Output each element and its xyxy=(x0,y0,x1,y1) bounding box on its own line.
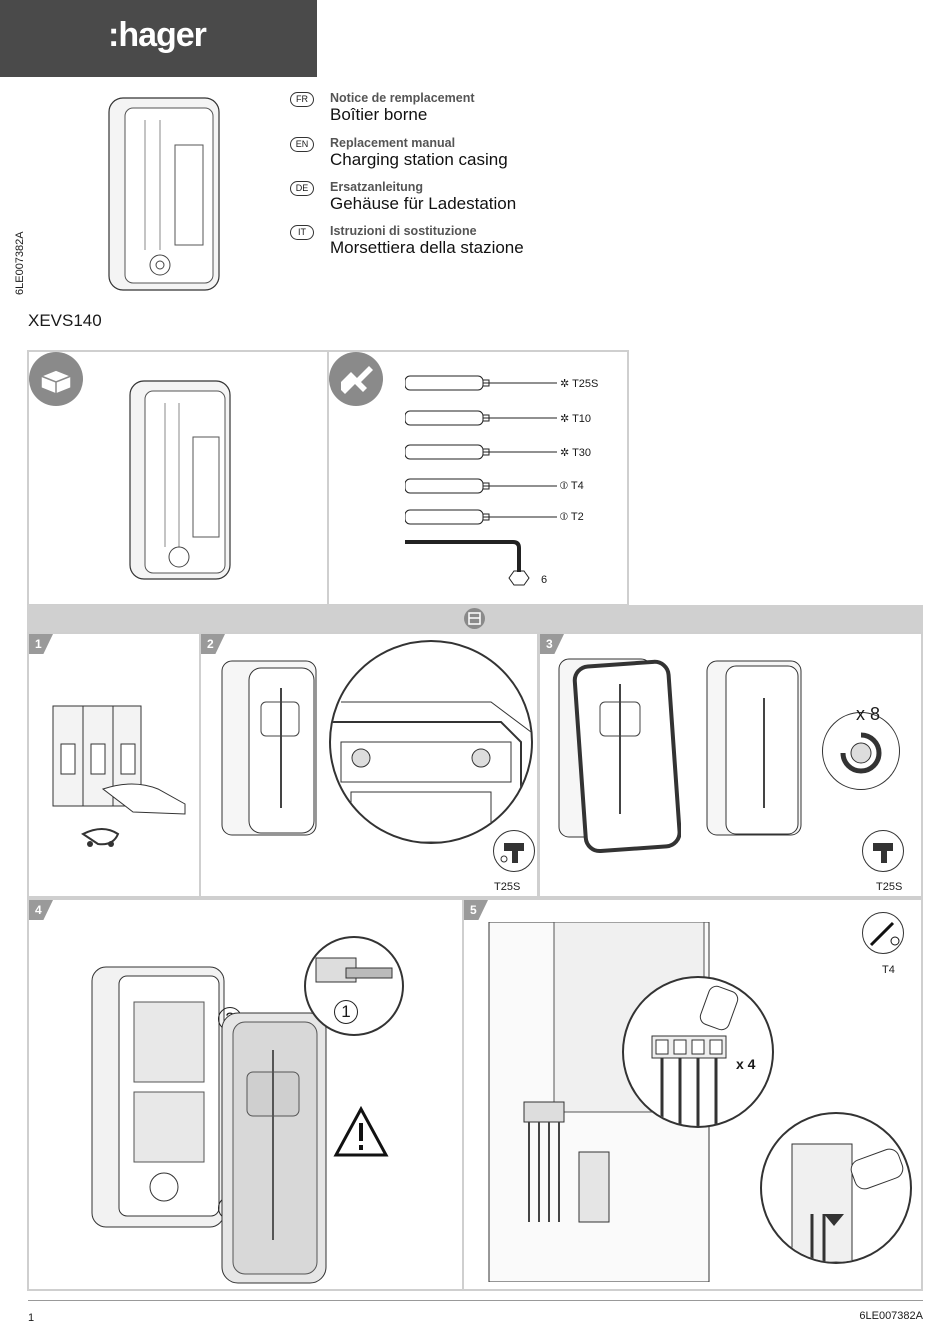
screwdriver-icon xyxy=(862,912,904,954)
step-2-panel: 2 T25S xyxy=(199,632,539,898)
removal-icon xyxy=(464,608,485,629)
step-number: 5 xyxy=(464,900,488,920)
lang-title: Gehäuse für Ladestation xyxy=(330,194,517,213)
tool-hex-key: 6 xyxy=(541,574,548,586)
tool-slotted-t4: ⦶ T4 xyxy=(560,480,584,492)
lang-title: Boîtier borne xyxy=(330,105,428,124)
screw-count: x 8 xyxy=(856,704,881,724)
footer-reference: 6LE007382A xyxy=(859,1310,923,1322)
step-3-panel: 3 x 8 T25S xyxy=(538,632,923,898)
callout-1: 1 xyxy=(334,1000,358,1024)
lang-subtitle: Replacement manual xyxy=(330,136,456,150)
tool-slotted-t2: ⦶ T2 xyxy=(560,511,584,523)
page-number: 1 xyxy=(28,1312,35,1324)
model-number: XEVS140 xyxy=(28,311,102,330)
step-5-tool-label: T4 xyxy=(882,964,895,976)
terminal-count: x 4 xyxy=(736,1056,756,1072)
footer-divider xyxy=(28,1300,923,1301)
step-4-panel: 4 2 2 1 xyxy=(27,898,464,1291)
warning-icon xyxy=(333,1106,389,1158)
hager-logo: :hager xyxy=(108,16,207,54)
breaker-illustration xyxy=(43,694,193,854)
connector-detail-zoom xyxy=(304,936,404,1036)
cover-removal-illustration xyxy=(556,654,681,854)
package-contents-panel xyxy=(27,350,329,606)
casing-illustration xyxy=(127,377,237,587)
doc-ref-vertical: 6LE007382A xyxy=(14,231,26,295)
casing-screws-illustration xyxy=(704,658,804,838)
step-number: 2 xyxy=(201,634,225,654)
tool-torx-t25s: ✲ T25S xyxy=(560,378,599,390)
procedure-band xyxy=(27,605,923,632)
product-illustration-top xyxy=(105,90,225,295)
drill-icon xyxy=(862,830,904,872)
terminal-detail-zoom xyxy=(622,976,774,1128)
open-charger-illustration xyxy=(89,962,229,1232)
language-fr: FR Notice de remplacement Boîtier borne xyxy=(290,91,690,131)
charger-front-illustration xyxy=(219,658,319,838)
lang-code-badge: EN xyxy=(290,137,314,152)
step-3-tool-label: T25S xyxy=(876,881,903,893)
screw-detail-zoom xyxy=(329,640,533,844)
lang-code-badge: IT xyxy=(290,225,314,240)
lang-subtitle: Istruzioni di sostituzione xyxy=(330,224,477,238)
step-5-panel: 5 x 4 T4 xyxy=(462,898,923,1291)
language-en: EN Replacement manual Charging station c… xyxy=(290,136,690,176)
step-number: 4 xyxy=(29,900,53,920)
step-number: 1 xyxy=(29,634,53,654)
language-it: IT Istruzioni di sostituzione Morsettier… xyxy=(290,224,690,264)
lang-subtitle: Notice de remplacement xyxy=(330,91,475,105)
release-detail-zoom xyxy=(760,1112,912,1264)
step-number: 3 xyxy=(540,634,564,654)
drill-icon xyxy=(493,830,535,872)
tools-panel: ✲ T25S ✲ T10 ✲ T30 ⦶ T4 ⦶ T2 6 xyxy=(327,350,629,606)
lang-title: Charging station casing xyxy=(330,150,508,169)
language-de: DE Ersatzanleitung Gehäuse für Ladestati… xyxy=(290,180,690,220)
tool-torx-t30: ✲ T30 xyxy=(560,447,592,459)
doc-ref-vertical-wrap: 6LE007382A xyxy=(14,231,28,365)
lang-code-badge: FR xyxy=(290,92,314,107)
logo-bar: :hager xyxy=(0,0,317,77)
step-1-panel: 1 xyxy=(27,632,201,898)
lang-subtitle: Ersatzanleitung xyxy=(330,180,424,194)
screw-detail-circle xyxy=(822,712,900,790)
tools-icon xyxy=(329,352,383,406)
tool-torx-t10: ✲ T10 xyxy=(560,413,592,425)
front-cover-illustration xyxy=(219,1010,329,1286)
lang-title: Morsettiera della stazione xyxy=(330,238,524,257)
tools-list: ✲ T25S ✲ T10 ✲ T30 ⦶ T4 ⦶ T2 6 xyxy=(405,372,625,597)
step-2-tool-label: T25S xyxy=(494,881,521,893)
box-icon xyxy=(29,352,83,406)
lang-code-badge: DE xyxy=(290,181,314,196)
